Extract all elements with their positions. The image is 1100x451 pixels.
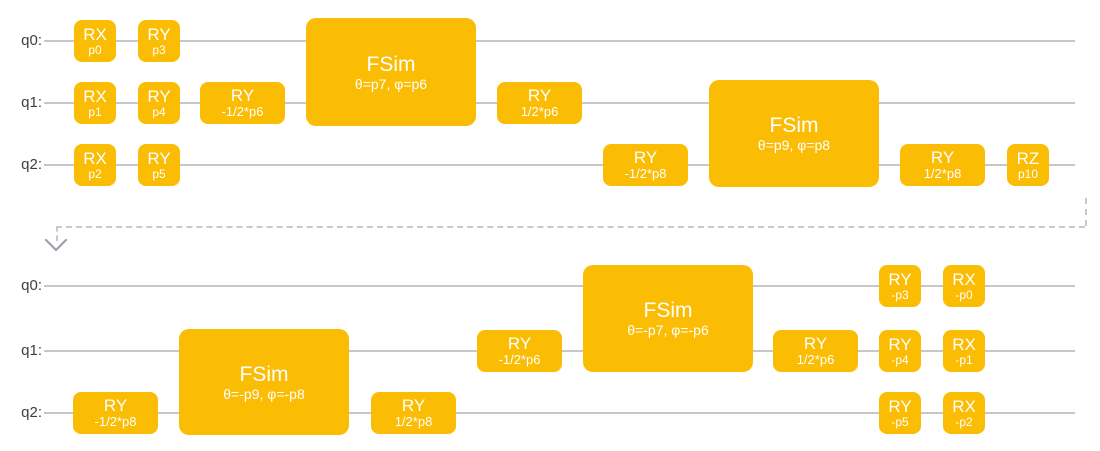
gate-title: RY bbox=[401, 396, 426, 415]
gate-title: RY bbox=[230, 86, 255, 105]
gate-subscript: θ=-p9, φ=-p8 bbox=[223, 385, 305, 402]
qubit-label-row2-q2: q2: bbox=[21, 404, 42, 421]
gate-subscript: -p1 bbox=[955, 352, 973, 367]
chevron-down-icon bbox=[44, 238, 68, 252]
qubit-label-row1-q2: q2: bbox=[21, 156, 42, 173]
gate-subscript: p4 bbox=[152, 104, 166, 119]
gate-subscript: θ=-p7, φ=-p6 bbox=[627, 322, 709, 338]
gate-title: RX bbox=[83, 24, 107, 44]
gate-subscript: -1/2*p8 bbox=[624, 166, 667, 181]
gate-subscript: 1/2*p6 bbox=[796, 352, 835, 367]
gate-ry: RY-p4 bbox=[879, 330, 921, 372]
wrap-connector-right-segment bbox=[1085, 198, 1087, 226]
gate-title: FSim bbox=[366, 52, 416, 76]
qubit-wire-row2-q2 bbox=[44, 412, 1075, 414]
qubit-wire-row1-q2 bbox=[44, 164, 1075, 166]
qubit-label-row2-q1: q1: bbox=[21, 342, 42, 359]
gate-title: RY bbox=[888, 269, 912, 289]
gate-rx: RX-p1 bbox=[943, 330, 985, 372]
gate-ry: RY-1/2*p6 bbox=[477, 330, 562, 372]
gate-title: RY bbox=[507, 334, 532, 353]
gate-title: RX bbox=[952, 334, 976, 354]
gate-title: RY bbox=[147, 86, 171, 106]
gate-title: FSim bbox=[239, 362, 289, 386]
gate-title: FSim bbox=[769, 114, 819, 137]
gate-title: RX bbox=[83, 86, 107, 106]
gate-subscript: -1/2*p6 bbox=[498, 352, 541, 367]
gate-title: RY bbox=[888, 396, 912, 416]
gate-title: RY bbox=[527, 86, 552, 105]
gate-title: RX bbox=[83, 148, 107, 168]
gate-title: RY bbox=[930, 148, 955, 167]
gate-subscript: θ=p7, φ=p6 bbox=[354, 75, 428, 92]
qubit-label-row1-q1: q1: bbox=[21, 94, 42, 111]
qubit-label-row1-q0: q0: bbox=[21, 32, 42, 49]
gate-ry: RY-1/2*p6 bbox=[200, 82, 285, 124]
gate-subscript: p1 bbox=[88, 104, 102, 119]
gate-subscript: -p3 bbox=[891, 287, 909, 302]
gate-subscript: p2 bbox=[88, 166, 102, 181]
gate-ry: RY-p5 bbox=[879, 392, 921, 434]
gate-title: RY bbox=[888, 334, 912, 354]
gate-title: RY bbox=[147, 148, 171, 168]
gate-subscript: p5 bbox=[152, 166, 166, 181]
wrap-arrow-icon bbox=[43, 238, 69, 254]
gate-subscript: -p4 bbox=[891, 352, 909, 367]
gate-subscript: p3 bbox=[152, 42, 166, 57]
gate-subscript: p10 bbox=[1017, 166, 1039, 181]
wrap-connector-horizontal-segment bbox=[56, 226, 1085, 228]
gate-subscript: θ=p9, φ=p8 bbox=[757, 137, 831, 153]
gate-rx: RX-p2 bbox=[943, 392, 985, 434]
gate-title: RX bbox=[952, 396, 976, 416]
gate-subscript: -p0 bbox=[955, 287, 973, 302]
gate-title: RY bbox=[633, 148, 658, 167]
gate-title: RY bbox=[147, 24, 171, 44]
gate-subscript: 1/2*p8 bbox=[923, 166, 962, 181]
gate-subscript: -1/2*p8 bbox=[94, 414, 137, 429]
gate-rx: RX-p0 bbox=[943, 265, 985, 307]
gate-subscript: -1/2*p6 bbox=[221, 104, 264, 119]
gate-title: FSim bbox=[643, 299, 693, 322]
qubit-label-row2-q0: q0: bbox=[21, 277, 42, 294]
gate-subscript: -p2 bbox=[955, 414, 973, 429]
gate-subscript: p0 bbox=[88, 42, 102, 57]
wrap-connector-left-segment bbox=[56, 226, 58, 241]
qubit-wire-row2-q0 bbox=[44, 285, 1075, 287]
gate-title: RX bbox=[952, 269, 976, 289]
gate-subscript: -p5 bbox=[891, 414, 909, 429]
gate-ry: RY-1/2*p8 bbox=[73, 392, 158, 434]
gate-title: RY bbox=[803, 334, 828, 353]
qubit-wire-row1-q0 bbox=[44, 40, 1075, 42]
gate-subscript: 1/2*p6 bbox=[520, 104, 559, 119]
gate-title: RY bbox=[103, 396, 128, 415]
gate-subscript: 1/2*p8 bbox=[394, 414, 433, 429]
gate-ry: RY-p3 bbox=[879, 265, 921, 307]
gate-title: RZ bbox=[1016, 148, 1040, 168]
gate-ry: RY-1/2*p8 bbox=[603, 144, 688, 186]
